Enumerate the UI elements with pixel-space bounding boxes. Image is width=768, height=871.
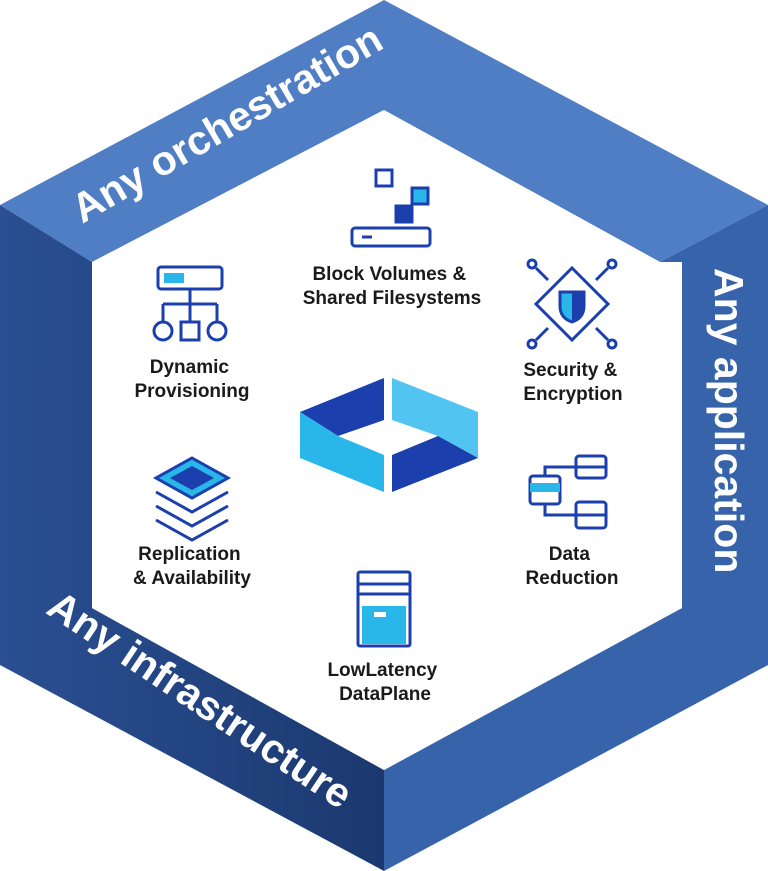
inner-panel — [92, 110, 682, 770]
label-latency-line1: LowLatency — [327, 660, 437, 681]
band-top — [0, 0, 768, 262]
band-label-right: Any application — [706, 268, 752, 573]
label-replication-line1: Replication — [138, 544, 240, 565]
label-security-line2: Encryption — [523, 384, 622, 405]
stacked-layers-icon — [152, 456, 232, 542]
label-dynamic: Dynamic Provisioning — [134, 357, 249, 402]
label-latency: LowLatency DataPlane — [327, 660, 442, 705]
block-volumes-icon — [350, 168, 432, 248]
logo-mark — [300, 378, 478, 492]
label-latency-line2: DataPlane — [339, 684, 431, 705]
label-reduction: Data Reduction — [526, 544, 619, 589]
band-right — [384, 205, 768, 871]
security-shield-chip-icon — [526, 258, 618, 350]
label-security: Security & Encryption — [523, 360, 622, 405]
label-reduction-line1: Data — [549, 544, 591, 565]
label-replication-line2: & Availability — [133, 568, 251, 589]
band-left — [0, 205, 384, 871]
label-replication: Replication & Availability — [133, 544, 251, 589]
label-security-line1: Security & — [523, 360, 617, 381]
label-reduction-line2: Reduction — [526, 568, 619, 589]
label-block-line2: Shared Filesystems — [303, 288, 481, 309]
data-reduction-icon — [528, 454, 608, 530]
label-block-line1: Block Volumes & — [312, 264, 466, 285]
provisioning-tree-icon — [152, 265, 228, 342]
label-block: Block Volumes & Shared Filesystems — [303, 264, 481, 309]
label-dynamic-line2: Provisioning — [134, 381, 249, 402]
label-dynamic-line1: Dynamic — [150, 357, 230, 378]
server-tower-icon — [356, 570, 412, 648]
